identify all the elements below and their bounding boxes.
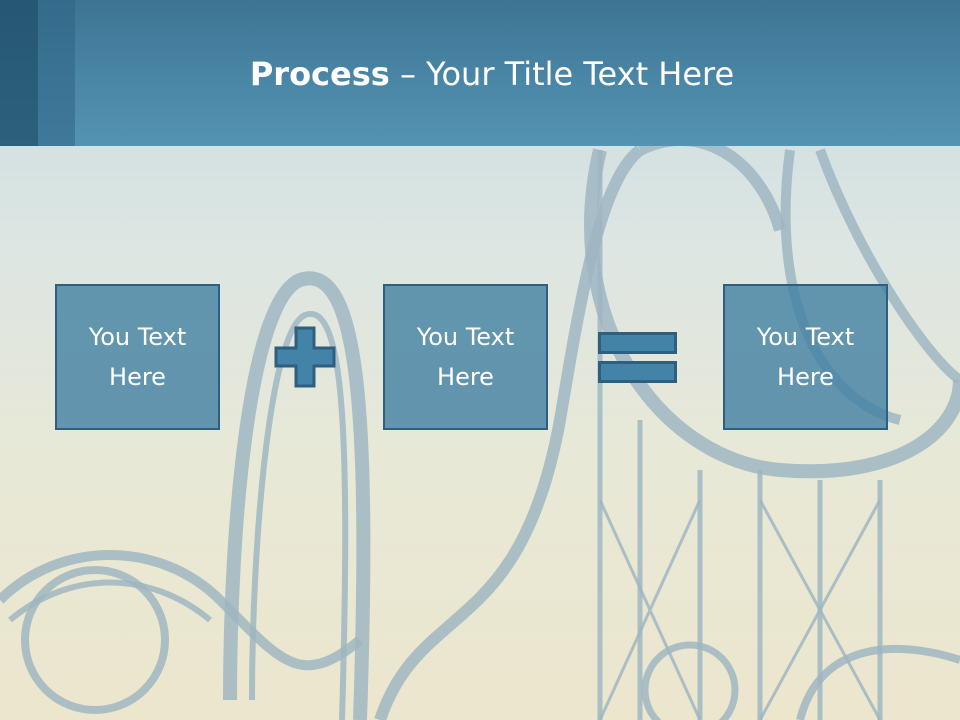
process-box-text: You Text Here <box>88 323 187 391</box>
process-box-text: You Text Here <box>756 323 855 391</box>
process-box-1[interactable]: You Text Here <box>55 284 220 430</box>
header-accent-bar <box>0 0 38 146</box>
slide-title: Process – Your Title Text Here <box>0 52 960 96</box>
process-box-2[interactable]: You Text Here <box>383 284 548 430</box>
title-rest: – Your Title Text Here <box>389 55 735 93</box>
title-bold: Process <box>249 55 390 93</box>
process-box-3[interactable]: You Text Here <box>723 284 888 430</box>
header-accent-bar <box>38 0 75 146</box>
process-box-text: You Text Here <box>416 323 515 391</box>
header-banner: Process – Your Title Text Here <box>0 0 960 146</box>
equals-icon <box>598 332 677 383</box>
plus-icon <box>274 326 336 388</box>
